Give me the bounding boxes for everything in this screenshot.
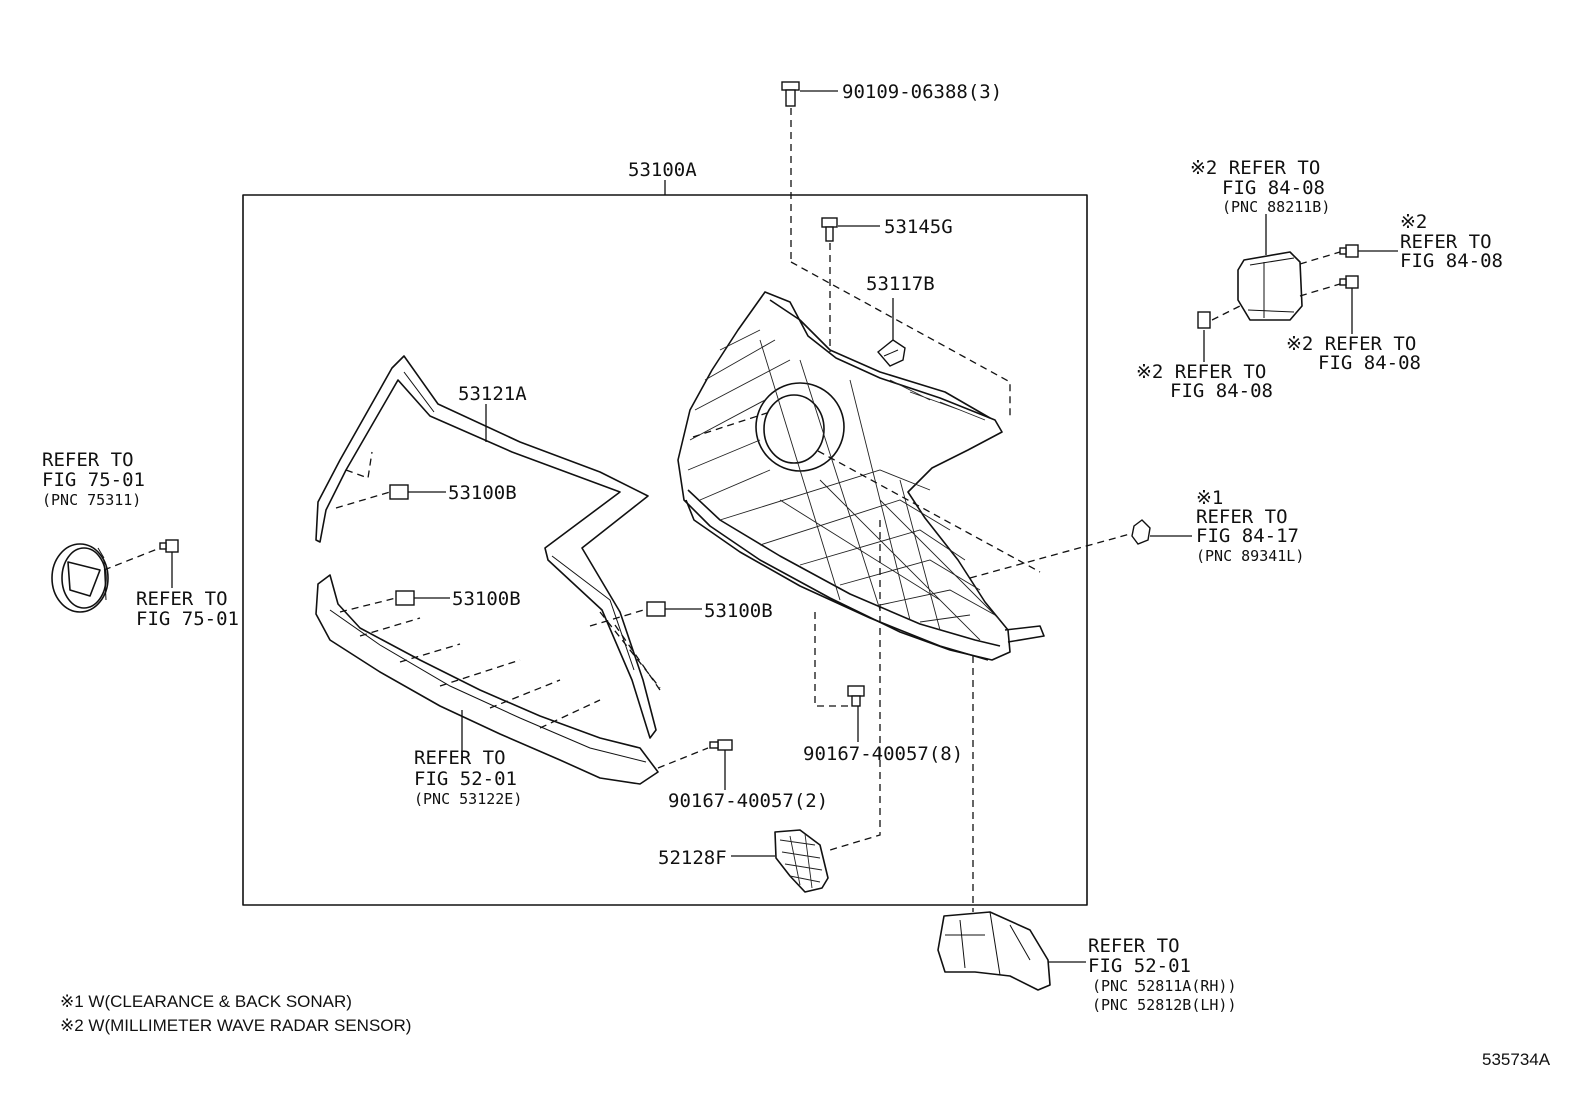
radar-bolt-2-icon[interactable]: [1339, 275, 1359, 289]
clip-53100b-1-callout[interactable]: 53100B: [448, 482, 517, 504]
clip-53100b-3-icon[interactable]: [646, 601, 666, 617]
emblem-bolt-ref-1: REFER TO: [136, 588, 228, 610]
sonar-ref-1: ※1: [1196, 487, 1223, 509]
radar-sensor[interactable]: [1237, 251, 1303, 321]
radar-bolt-2-ref-2: FIG 84-08: [1318, 352, 1421, 374]
radar-bolt-1-icon[interactable]: [1339, 244, 1359, 258]
lower-molding[interactable]: [315, 574, 659, 785]
lower-bracket-ref-2: FIG 52-01: [1088, 955, 1191, 977]
clip-53100b-2-callout[interactable]: 53100B: [452, 588, 521, 610]
assembly-label[interactable]: 53100A: [628, 159, 697, 181]
screw-2-callout[interactable]: 90167-40057(2): [668, 790, 828, 812]
clip-53145g-callout[interactable]: 53145G: [884, 216, 953, 238]
emblem-ref-3: (PNC 75311): [42, 491, 141, 509]
emblem-bolt-ref-2: FIG 75-01: [136, 608, 239, 630]
radar-nut-ref-2: FIG 84-08: [1170, 380, 1273, 402]
emblem-ref-2: FIG 75-01: [42, 469, 145, 491]
screw-2-icon[interactable]: [709, 739, 733, 751]
sonar-sensor-icon[interactable]: [1131, 519, 1151, 545]
emblem-ref-1: REFER TO: [42, 449, 134, 471]
clip-53100b-3-callout[interactable]: 53100B: [704, 600, 773, 622]
lower-bracket-ref-3: (PNC 52811A(RH)): [1092, 977, 1237, 995]
clip-53100b-1-icon[interactable]: [389, 484, 409, 500]
radar-nut-icon[interactable]: [1197, 311, 1211, 329]
part-53117b-icon[interactable]: [876, 339, 906, 367]
lower-molding-ref-1: REFER TO: [414, 747, 506, 769]
emblem[interactable]: [51, 543, 109, 613]
clip-53100b-2-icon[interactable]: [395, 590, 415, 606]
radar-nut-ref-1: ※2 REFER TO: [1136, 361, 1266, 383]
radar-top-ref-2: FIG 84-08: [1222, 177, 1325, 199]
bolt-top-callout[interactable]: 90109-06388(3): [842, 81, 1002, 103]
radar-bolt-1-ref-3: FIG 84-08: [1400, 250, 1503, 272]
doc-id: 535734A: [1482, 1050, 1551, 1069]
sonar-ref-2: REFER TO: [1196, 506, 1288, 528]
radar-top-ref-1: ※2 REFER TO: [1190, 157, 1320, 179]
assembly-box: [242, 194, 1088, 906]
bracket-52128f[interactable]: [774, 829, 829, 893]
bolt-top-icon[interactable]: [781, 81, 800, 107]
clip-53145g-icon[interactable]: [821, 217, 838, 242]
radar-top-ref-3: (PNC 88211B): [1222, 198, 1330, 216]
radar-bolt-1-ref-2: REFER TO: [1400, 231, 1492, 253]
lower-molding-ref-2: FIG 52-01: [414, 768, 517, 790]
molding-53121a-callout[interactable]: 53121A: [458, 383, 527, 405]
lower-bracket-ref-1: REFER TO: [1088, 935, 1180, 957]
footnote-1: ※1 W(CLEARANCE & BACK SONAR): [60, 992, 352, 1011]
lower-molding-ref-3: (PNC 53122E): [414, 790, 522, 808]
radar-bolt-2-ref-1: ※2 REFER TO: [1286, 333, 1416, 355]
radiator-grille[interactable]: [677, 291, 1045, 661]
footnote-2: ※2 W(MILLIMETER WAVE RADAR SENSOR): [60, 1016, 411, 1035]
emblem-bolt-icon[interactable]: [159, 539, 179, 553]
part-53117b-callout[interactable]: 53117B: [866, 273, 935, 295]
screw-8-callout[interactable]: 90167-40057(8): [803, 743, 963, 765]
bracket-52128f-callout[interactable]: 52128F: [658, 847, 727, 869]
lower-bracket[interactable]: [937, 911, 1051, 991]
sonar-ref-4: (PNC 89341L): [1196, 547, 1304, 565]
screw-8-icon[interactable]: [847, 685, 865, 707]
lower-bracket-ref-4: (PNC 52812B(LH)): [1092, 996, 1237, 1014]
sonar-ref-3: FIG 84-17: [1196, 525, 1299, 547]
upper-molding-53121a[interactable]: [315, 355, 657, 739]
radar-bolt-1-ref-1: ※2: [1400, 211, 1427, 233]
